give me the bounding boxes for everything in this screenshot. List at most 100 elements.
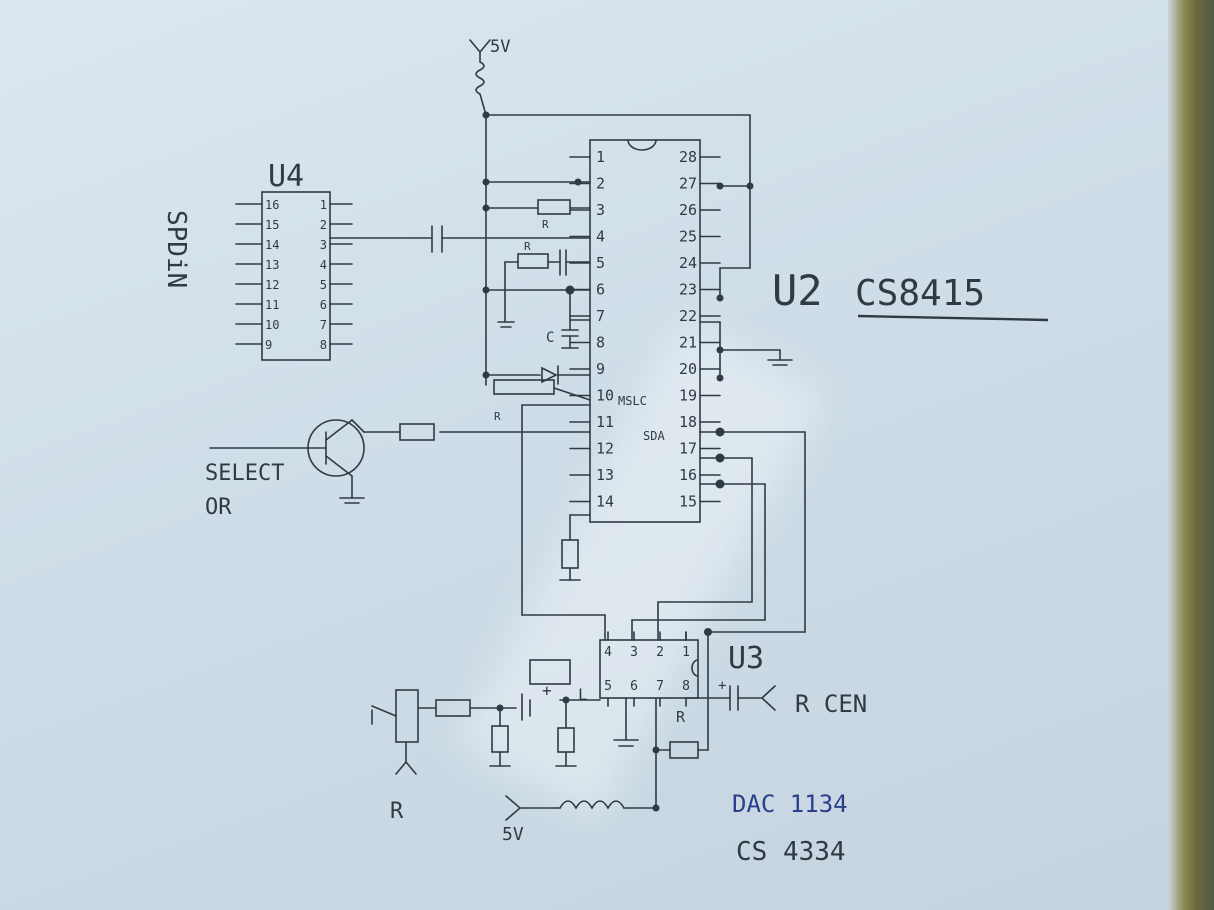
u3-pin-7-number: 7 (656, 679, 664, 694)
u2-pin-25-number: 25 (679, 228, 697, 246)
vcc-top: 5V (469, 37, 510, 116)
u2-pin-14-number: 14 (596, 493, 614, 511)
u2-pin-3-number: 3 (596, 201, 605, 219)
u2-pin-9-number: 9 (596, 360, 605, 378)
u4-pin-14-number: 14 (265, 238, 279, 252)
u2-pin-11-number: 11 (596, 413, 614, 431)
u2-pin-24-number: 24 (679, 254, 697, 272)
u2-notch (627, 139, 657, 151)
u2-pin-19-number: 19 (679, 387, 697, 405)
u2-wiring: R R C (329, 111, 806, 641)
u3-pin-2-number: 2 (656, 645, 664, 660)
u3-pin-8-number: 8 (682, 679, 690, 694)
vcc-top-label: 5V (490, 37, 510, 57)
u2-pin-20-number: 20 (679, 360, 697, 378)
u2-pin-7-number: 7 (596, 307, 605, 325)
u3-resistor-label: R (676, 708, 686, 726)
u2-pin-5-number: 5 (596, 254, 605, 272)
u3-pin-1-number: 1 (682, 645, 690, 660)
u2-pin-22-number: 22 (679, 307, 697, 325)
u2-pin-12-number: 12 (596, 440, 614, 458)
u2-body (589, 139, 701, 523)
u4-pin-2-number: 2 (320, 218, 327, 232)
select-transistor (209, 419, 435, 504)
u2-pin3-resistor-label: R (542, 218, 549, 231)
u2-pin-15-number: 15 (679, 493, 697, 511)
u2-pin-23-number: 23 (679, 281, 697, 299)
u3-notch (691, 659, 699, 677)
vcc-top-symbol (469, 39, 491, 116)
u3-cap-plus: + (718, 678, 726, 694)
u2-ref-label: U2 (772, 266, 823, 315)
u4-pin-16-number: 16 (265, 198, 279, 212)
l-channel-label: L (578, 685, 588, 704)
u2-pin-13-number: 13 (596, 466, 614, 484)
u4-right-pins: 1 2 3 4 5 6 7 8 (320, 198, 353, 352)
u3-pin-5-number: 5 (604, 679, 612, 694)
r-input-label: R (390, 799, 404, 824)
u2-pin9-resistor-label: R (494, 410, 501, 423)
u2-pin-6-number: 6 (596, 281, 605, 299)
u2-right-pins: 28 27 26 25 24 23 22 21 20 19 18 17 16 15 (679, 148, 721, 511)
u2-pin-26-number: 26 (679, 201, 697, 219)
u2-pin-17-number: 17 (679, 440, 697, 458)
u4-pin-1-number: 1 (320, 198, 327, 212)
u3-bottom-pins: 5 6 7 8 (604, 679, 690, 707)
u4-pin-6-number: 6 (320, 298, 327, 312)
u2-pin-16-number: 16 (679, 466, 697, 484)
select-label: SELECT (205, 461, 284, 486)
u3-pin-3-number: 3 (630, 645, 638, 660)
u4-pin-4-number: 4 (320, 258, 327, 272)
u2-pin5-resistor-label: R (524, 240, 531, 253)
u2-part-underline (857, 314, 1049, 322)
u2-pin-1-number: 1 (596, 148, 605, 166)
u2-pin-18-number: 18 (679, 413, 697, 431)
u3-ref-label: U3 (728, 641, 764, 676)
spdif-label: SPDiN (161, 210, 191, 288)
u4-pin-10-number: 10 (265, 318, 279, 332)
u4-pin-12-number: 12 (265, 278, 279, 292)
u4-pin-7-number: 7 (320, 318, 327, 332)
u2-pin-2-number: 2 (596, 175, 605, 193)
u4-pin-5-number: 5 (320, 278, 327, 292)
u4-pin-13-number: 13 (265, 258, 279, 272)
u2-pin-27-number: 27 (679, 175, 697, 193)
u3-top-pins: 4 3 2 1 (604, 631, 690, 660)
u4-pin-8-number: 8 (320, 338, 327, 352)
dac-part-label: CS 4334 (736, 837, 846, 867)
u2-pin-8-number: 8 (596, 334, 605, 352)
u4-pin-9-number: 9 (265, 338, 272, 352)
u4-pin-15-number: 15 (265, 218, 279, 232)
vcc-bottom-label: 5V (502, 824, 524, 845)
u3-chip: 4 3 2 1 5 6 7 8 U3 (599, 631, 764, 707)
u2-pin18-label: SDA (643, 429, 665, 443)
u4-pin-11-number: 11 (265, 298, 279, 312)
u4-ref-label: U4 (268, 159, 304, 194)
u2-pin7-cap-label: C (546, 330, 554, 346)
table-edge (1168, 0, 1214, 910)
u2-pin-4-number: 4 (596, 228, 605, 246)
u3-wiring: R + L + (371, 628, 776, 821)
rcen-label: R CEN (795, 690, 867, 718)
cap-plus: + (542, 681, 552, 700)
dac-model-label: DAC 1134 (732, 790, 848, 818)
u3-body (599, 639, 699, 699)
u2-pin-10-number: 10 (596, 387, 614, 405)
u4-body (261, 191, 331, 361)
u2-pin-21-number: 21 (679, 334, 697, 352)
u4-left-pins: 16 15 14 13 12 11 10 9 (235, 198, 279, 352)
u2-part-label: CS8415 (855, 273, 985, 314)
u4-pin-3-number: 3 (320, 238, 327, 252)
u3-pin-6-number: 6 (630, 679, 638, 694)
u3-pin-4-number: 4 (604, 645, 612, 660)
inductor (559, 800, 625, 810)
or-label: OR (205, 495, 232, 520)
u2-pin-28-number: 28 (679, 148, 697, 166)
u2-pin10-label: MSLC (618, 394, 647, 408)
